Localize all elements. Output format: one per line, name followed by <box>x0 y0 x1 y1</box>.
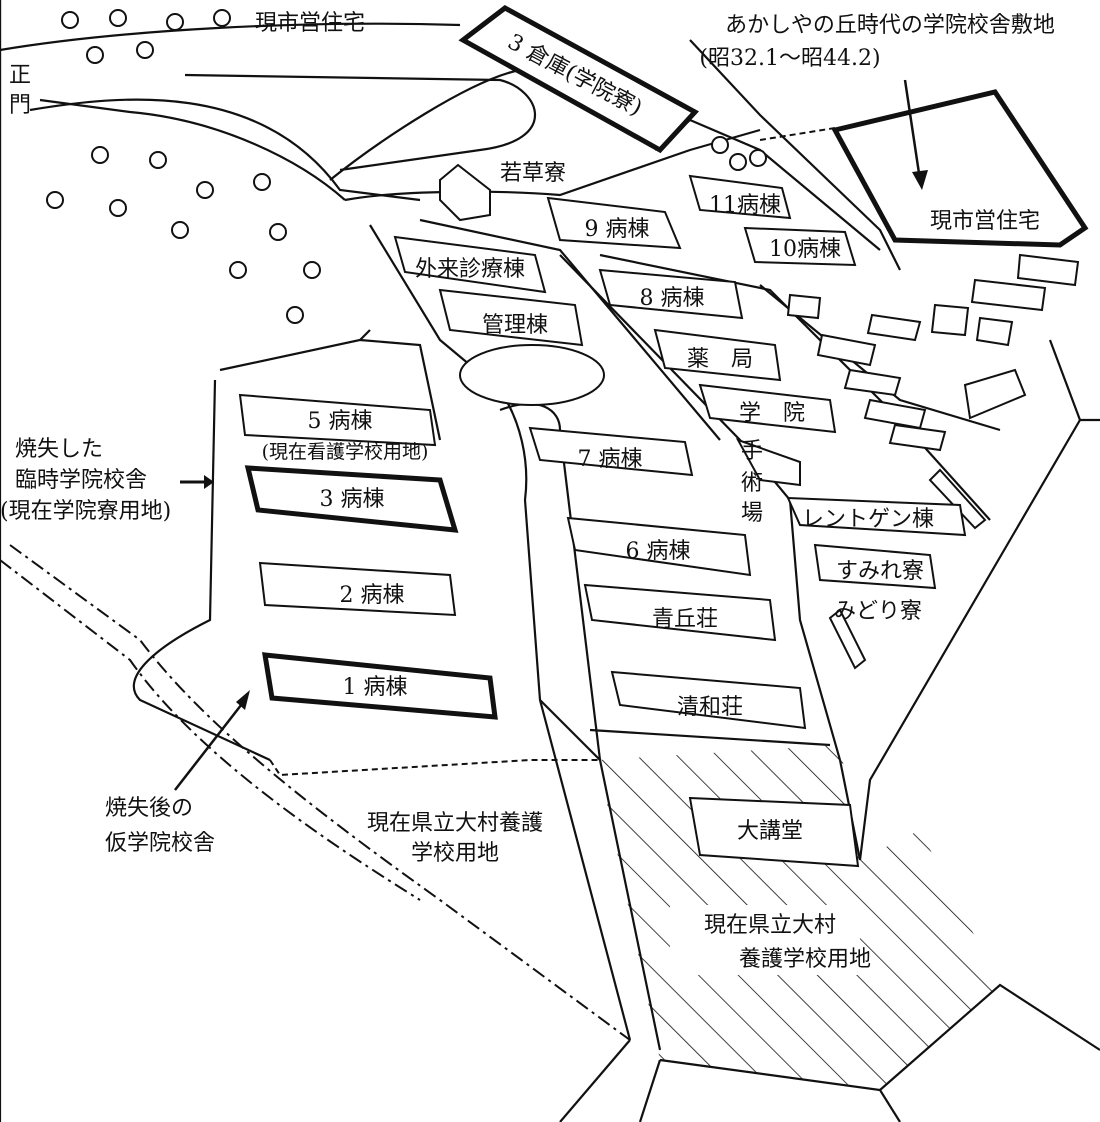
label-wakakusa: 若草寮 <box>500 161 566 186</box>
label-nursing-site-left-2: 学校用地 <box>411 841 499 866</box>
arrow-akashiya <box>903 79 922 181</box>
label-surgery-3: 場 <box>741 501 763 526</box>
label-temp-school-2: 仮学院校舎 <box>105 831 215 856</box>
building-ward9 <box>546 196 682 250</box>
small-houses <box>786 253 1080 670</box>
label-burned-school-3: (現在学院寮用地) <box>0 499 171 524</box>
pond <box>459 344 605 406</box>
label-ward5-note: (現在看護学校用地) <box>262 441 429 463</box>
building-ward3 <box>244 465 459 533</box>
label-city-housing-right: 現市営住宅 <box>930 209 1040 234</box>
label-ward6: 6 病棟 <box>626 539 691 564</box>
label-ward10: 10病棟 <box>769 237 841 262</box>
label-ward5: 5 病棟 <box>308 409 373 434</box>
building-school <box>698 383 837 434</box>
label-ward8: 8 病棟 <box>640 286 705 311</box>
label-surgery-2: 術 <box>741 471 763 496</box>
label-midori: みどり寮 <box>834 599 922 624</box>
building-wakakusa <box>439 163 491 222</box>
label-ward11: 11病棟 <box>709 193 781 218</box>
label-surgery-1: 手 <box>741 439 763 464</box>
building-ward1 <box>262 652 498 720</box>
arrow-head-burned-school <box>204 475 214 489</box>
label-city-housing-top: 現市営住宅 <box>255 11 365 36</box>
building-pharmacy <box>653 328 782 382</box>
label-ward3: 3 病棟 <box>320 487 385 512</box>
label-burned-school-2: 臨時学院校舎 <box>15 468 147 493</box>
label-admin: 管理棟 <box>482 313 548 338</box>
building-surgery <box>735 438 801 487</box>
building-ward7 <box>528 426 694 477</box>
label-auditorium: 大講堂 <box>737 819 803 844</box>
building-admin <box>438 288 584 347</box>
label-school: 学 院 <box>739 401 805 426</box>
building-ward6 <box>566 516 752 577</box>
building-ward11 <box>688 174 792 220</box>
city-housing-right <box>831 89 1089 248</box>
label-ward9: 9 病棟 <box>585 217 650 242</box>
building-ward8 <box>598 268 744 320</box>
label-ward2: 2 病棟 <box>340 583 405 608</box>
building-seikyu <box>583 583 777 642</box>
label-nursing-site-right-2: 養護学校用地 <box>739 947 871 972</box>
building-ward10 <box>743 226 857 267</box>
label-main-gate-1: 正 <box>9 63 31 88</box>
building-seiwa <box>610 670 807 730</box>
building-xray <box>786 496 967 537</box>
label-main-gate-2: 門 <box>9 93 31 118</box>
label-burned-school-1: 焼失した <box>15 437 103 462</box>
building-ward2 <box>258 561 457 617</box>
label-nursing-site-left-1: 現在県立大村養護 <box>367 811 543 836</box>
label-seikyu: 青丘荘 <box>652 607 718 632</box>
building-sumire <box>813 543 937 590</box>
building-auditorium <box>688 796 860 868</box>
label-seiwa: 清和荘 <box>677 695 743 720</box>
label-akashiya-period: (昭32.1～昭44.2) <box>699 46 880 71</box>
label-xray: レントゲン棟 <box>802 507 934 532</box>
arrow-temp-school <box>174 699 246 791</box>
building-warehouse <box>458 5 700 154</box>
label-ward1: 1 病棟 <box>343 675 408 700</box>
arrow-head-akashiya <box>912 170 928 190</box>
label-ward7: 7 病棟 <box>578 447 643 472</box>
label-temp-school-1: 焼失後の <box>105 796 193 821</box>
label-nursing-site-right-1: 現在県立大村 <box>704 913 836 938</box>
label-pharmacy: 薬 局 <box>687 347 753 372</box>
label-outpatient: 外来診療棟 <box>415 257 525 282</box>
building-ward5 <box>238 393 437 447</box>
building-outpatient <box>393 235 547 294</box>
arrow-head-temp-school <box>236 690 250 710</box>
label-sumire: すみれ寮 <box>836 559 924 584</box>
label-akashiya-site: あかしやの丘時代の学院校舎敷地 <box>725 13 1055 38</box>
